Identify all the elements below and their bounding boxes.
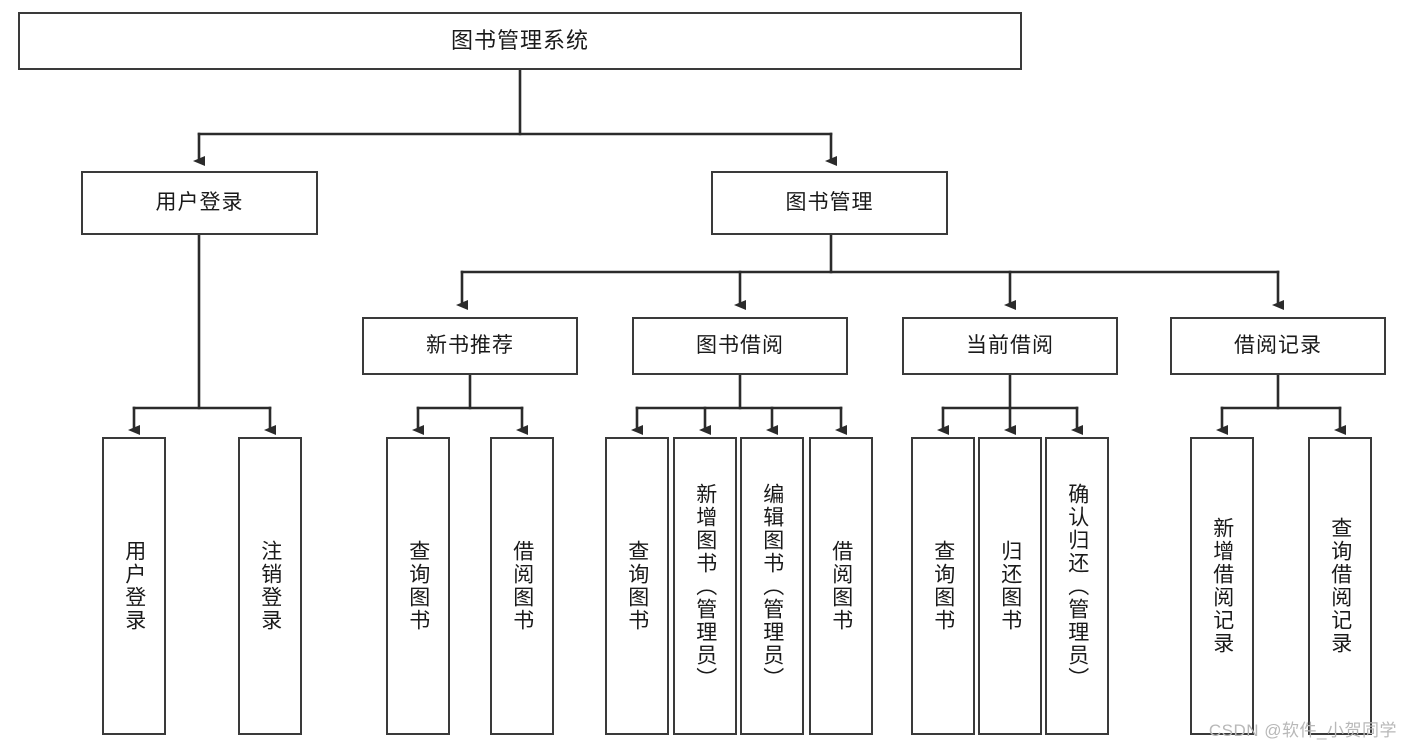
node-borrow-record-label: 借阅记录 (1234, 334, 1322, 358)
node-leaf-query-book-3-label: 查询图书 (931, 540, 955, 632)
node-leaf-logout[interactable]: 注销登录 (238, 437, 302, 735)
node-leaf-confirm-return-label: 确认归还（管理员） (1065, 482, 1089, 690)
node-leaf-query-record-label: 查询借阅记录 (1328, 517, 1352, 655)
node-leaf-query-record[interactable]: 查询借阅记录 (1308, 437, 1372, 735)
node-leaf-user-login[interactable]: 用户登录 (102, 437, 166, 735)
node-leaf-borrow-book-2[interactable]: 借阅图书 (809, 437, 873, 735)
node-leaf-query-book-2[interactable]: 查询图书 (605, 437, 669, 735)
node-leaf-borrow-book-2-label: 借阅图书 (829, 540, 853, 632)
node-user-login-label: 用户登录 (155, 191, 244, 215)
node-root-label: 图书管理系统 (450, 27, 589, 53)
node-leaf-borrow-book-1[interactable]: 借阅图书 (490, 437, 554, 735)
node-book-manage-label: 图书管理 (785, 191, 874, 215)
node-leaf-edit-book-label: 编辑图书（管理员） (760, 482, 784, 690)
node-new-book-rec-label: 新书推荐 (426, 334, 514, 358)
node-leaf-edit-book[interactable]: 编辑图书（管理员） (740, 437, 804, 735)
node-book-borrow-label: 图书借阅 (696, 334, 784, 358)
node-leaf-query-book-3[interactable]: 查询图书 (911, 437, 975, 735)
node-leaf-add-book[interactable]: 新增图书（管理员） (673, 437, 737, 735)
node-leaf-add-record-label: 新增借阅记录 (1210, 517, 1234, 655)
node-leaf-query-book-1-label: 查询图书 (406, 540, 430, 632)
node-new-book-rec[interactable]: 新书推荐 (362, 317, 578, 375)
node-leaf-query-book-1[interactable]: 查询图书 (386, 437, 450, 735)
watermark: CSDN @软件_小贺同学 (1208, 721, 1397, 740)
node-leaf-user-login-label: 用户登录 (122, 540, 146, 632)
node-leaf-logout-label: 注销登录 (258, 540, 282, 632)
node-leaf-borrow-book-1-label: 借阅图书 (510, 540, 534, 632)
node-root[interactable]: 图书管理系统 (18, 12, 1022, 70)
node-book-borrow[interactable]: 图书借阅 (632, 317, 848, 375)
node-current-borrow-label: 当前借阅 (966, 334, 1054, 358)
node-user-login[interactable]: 用户登录 (81, 171, 318, 235)
node-leaf-confirm-return[interactable]: 确认归还（管理员） (1045, 437, 1109, 735)
node-leaf-add-record[interactable]: 新增借阅记录 (1190, 437, 1254, 735)
node-book-manage[interactable]: 图书管理 (711, 171, 948, 235)
node-leaf-add-book-label: 新增图书（管理员） (693, 482, 717, 690)
node-leaf-query-book-2-label: 查询图书 (625, 540, 649, 632)
node-leaf-return-book-label: 归还图书 (998, 540, 1022, 632)
node-current-borrow[interactable]: 当前借阅 (902, 317, 1118, 375)
node-borrow-record[interactable]: 借阅记录 (1170, 317, 1386, 375)
node-leaf-return-book[interactable]: 归还图书 (978, 437, 1042, 735)
